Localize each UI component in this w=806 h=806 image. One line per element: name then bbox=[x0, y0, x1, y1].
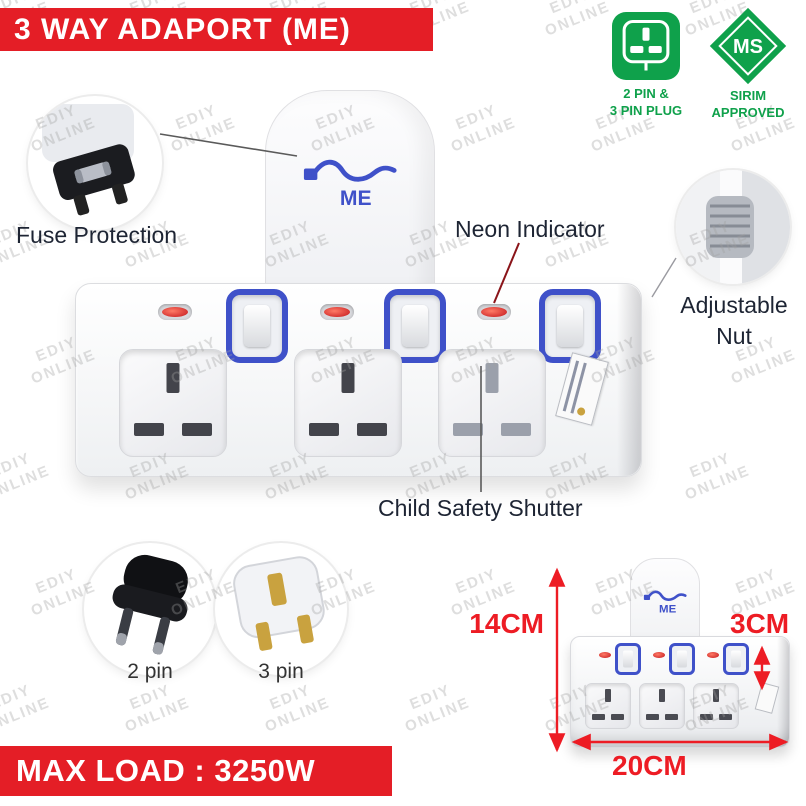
rocker-switch-3[interactable] bbox=[539, 289, 601, 363]
sirim-ms-icon: MS bbox=[704, 2, 792, 90]
fuse-photo-icon bbox=[42, 104, 135, 216]
sirim-badge-label: SIRIM APPROVED bbox=[711, 88, 785, 120]
socket-neutral-slot bbox=[501, 423, 531, 436]
socket-neutral-slot bbox=[357, 423, 387, 436]
mini-power-socket bbox=[639, 683, 685, 729]
mini-body-right-edge bbox=[777, 637, 789, 747]
mini-rocker-switch bbox=[723, 643, 749, 675]
socket-earth-slot bbox=[166, 363, 180, 393]
rocker-switch-1[interactable] bbox=[226, 289, 288, 363]
neon-lamp-icon bbox=[481, 307, 507, 317]
mini-neon-indicator bbox=[707, 652, 719, 658]
body-right-edge bbox=[617, 284, 641, 476]
socket-live-slot bbox=[592, 714, 605, 720]
mini-plug-head: ME bbox=[630, 558, 700, 646]
adapter-body bbox=[75, 283, 642, 477]
sirim-sticker bbox=[555, 352, 609, 426]
adjustable-nut-label: Adjustable Nut bbox=[680, 292, 788, 350]
power-socket-3 bbox=[438, 349, 546, 457]
two-pin-circle bbox=[84, 543, 216, 675]
svg-text:ME: ME bbox=[340, 187, 372, 210]
socket-earth-slot bbox=[485, 363, 499, 393]
mini-adapter-product: ME bbox=[560, 552, 800, 752]
mini-sirim-sticker bbox=[754, 682, 780, 714]
socket-earth-slot bbox=[659, 689, 665, 702]
plug-head: ME bbox=[265, 90, 435, 302]
mini-power-socket bbox=[585, 683, 631, 729]
power-socket-2 bbox=[294, 349, 402, 457]
adjustable-nut-icon bbox=[676, 170, 790, 284]
socket-live-slot bbox=[134, 423, 164, 436]
rocker bbox=[731, 650, 741, 668]
three-pin-label: 3 pin bbox=[258, 660, 304, 683]
three-pin-circle bbox=[215, 543, 347, 675]
svg-text:MS: MS bbox=[733, 36, 763, 58]
fuse-callout-circle bbox=[28, 96, 162, 230]
socket-neutral-slot bbox=[665, 714, 678, 720]
rocker bbox=[677, 650, 687, 668]
two-pin-plug-icon bbox=[112, 554, 188, 655]
plug-badge-label: 2 PIN & 3 PIN PLUG bbox=[609, 86, 683, 118]
three-pin-plug-icon bbox=[233, 556, 325, 651]
socket-earth-slot bbox=[341, 363, 355, 393]
socket-neutral-slot bbox=[719, 714, 732, 720]
neon-lamp-icon bbox=[324, 307, 350, 317]
me-logo-icon: ME bbox=[302, 149, 398, 216]
socket-live-slot bbox=[309, 423, 339, 436]
mini-me-logo-icon: ME bbox=[643, 585, 687, 620]
rocker bbox=[402, 305, 428, 347]
max-load-text: MAX LOAD : 3250W bbox=[16, 753, 316, 788]
title-text: 3 WAY ADAPORT (ME) bbox=[14, 12, 351, 46]
height-dimension-label: 14CM bbox=[469, 608, 544, 639]
power-socket-1 bbox=[119, 349, 227, 457]
adjustable-nut-circle bbox=[676, 170, 790, 284]
two-pin-label: 2 pin bbox=[127, 660, 173, 683]
neon-indicator-3 bbox=[477, 304, 511, 320]
neon-indicator-2 bbox=[320, 304, 354, 320]
mini-adapter-body bbox=[570, 636, 790, 748]
uk-plug-badge-icon bbox=[612, 12, 680, 80]
rocker bbox=[244, 305, 270, 347]
socket-earth-slot bbox=[605, 689, 611, 702]
title-banner: 3 WAY ADAPORT (ME) bbox=[0, 8, 433, 51]
adapter-product: ME bbox=[60, 90, 650, 485]
rocker bbox=[557, 305, 583, 347]
mini-neon-indicator bbox=[599, 652, 611, 658]
socket-live-slot bbox=[700, 714, 713, 720]
neon-indicator-label: Neon Indicator bbox=[455, 216, 605, 242]
width-dimension-label: 20CM bbox=[612, 750, 687, 781]
neon-lamp-icon bbox=[162, 307, 188, 317]
child-safety-shutter-label: Child Safety Shutter bbox=[378, 495, 583, 521]
neon-indicator-1 bbox=[158, 304, 192, 320]
fuse-protection-label: Fuse Protection bbox=[16, 222, 178, 248]
socket-neutral-slot bbox=[182, 423, 212, 436]
socket-live-slot bbox=[453, 423, 483, 436]
rocker bbox=[623, 650, 633, 668]
socket-neutral-slot bbox=[611, 714, 624, 720]
uk-plug-icon bbox=[622, 19, 670, 71]
sticker-hologram-dot bbox=[576, 406, 587, 417]
mini-rocker-switch bbox=[669, 643, 695, 675]
socket-earth-slot bbox=[713, 689, 719, 702]
socket-live-slot bbox=[646, 714, 659, 720]
mini-power-socket bbox=[693, 683, 739, 729]
mini-neon-indicator bbox=[653, 652, 665, 658]
mini-rocker-switch bbox=[615, 643, 641, 675]
depth-dimension-label: 3CM bbox=[730, 608, 790, 639]
max-load-banner: MAX LOAD : 3250W bbox=[0, 746, 392, 796]
svg-text:ME: ME bbox=[659, 603, 677, 615]
